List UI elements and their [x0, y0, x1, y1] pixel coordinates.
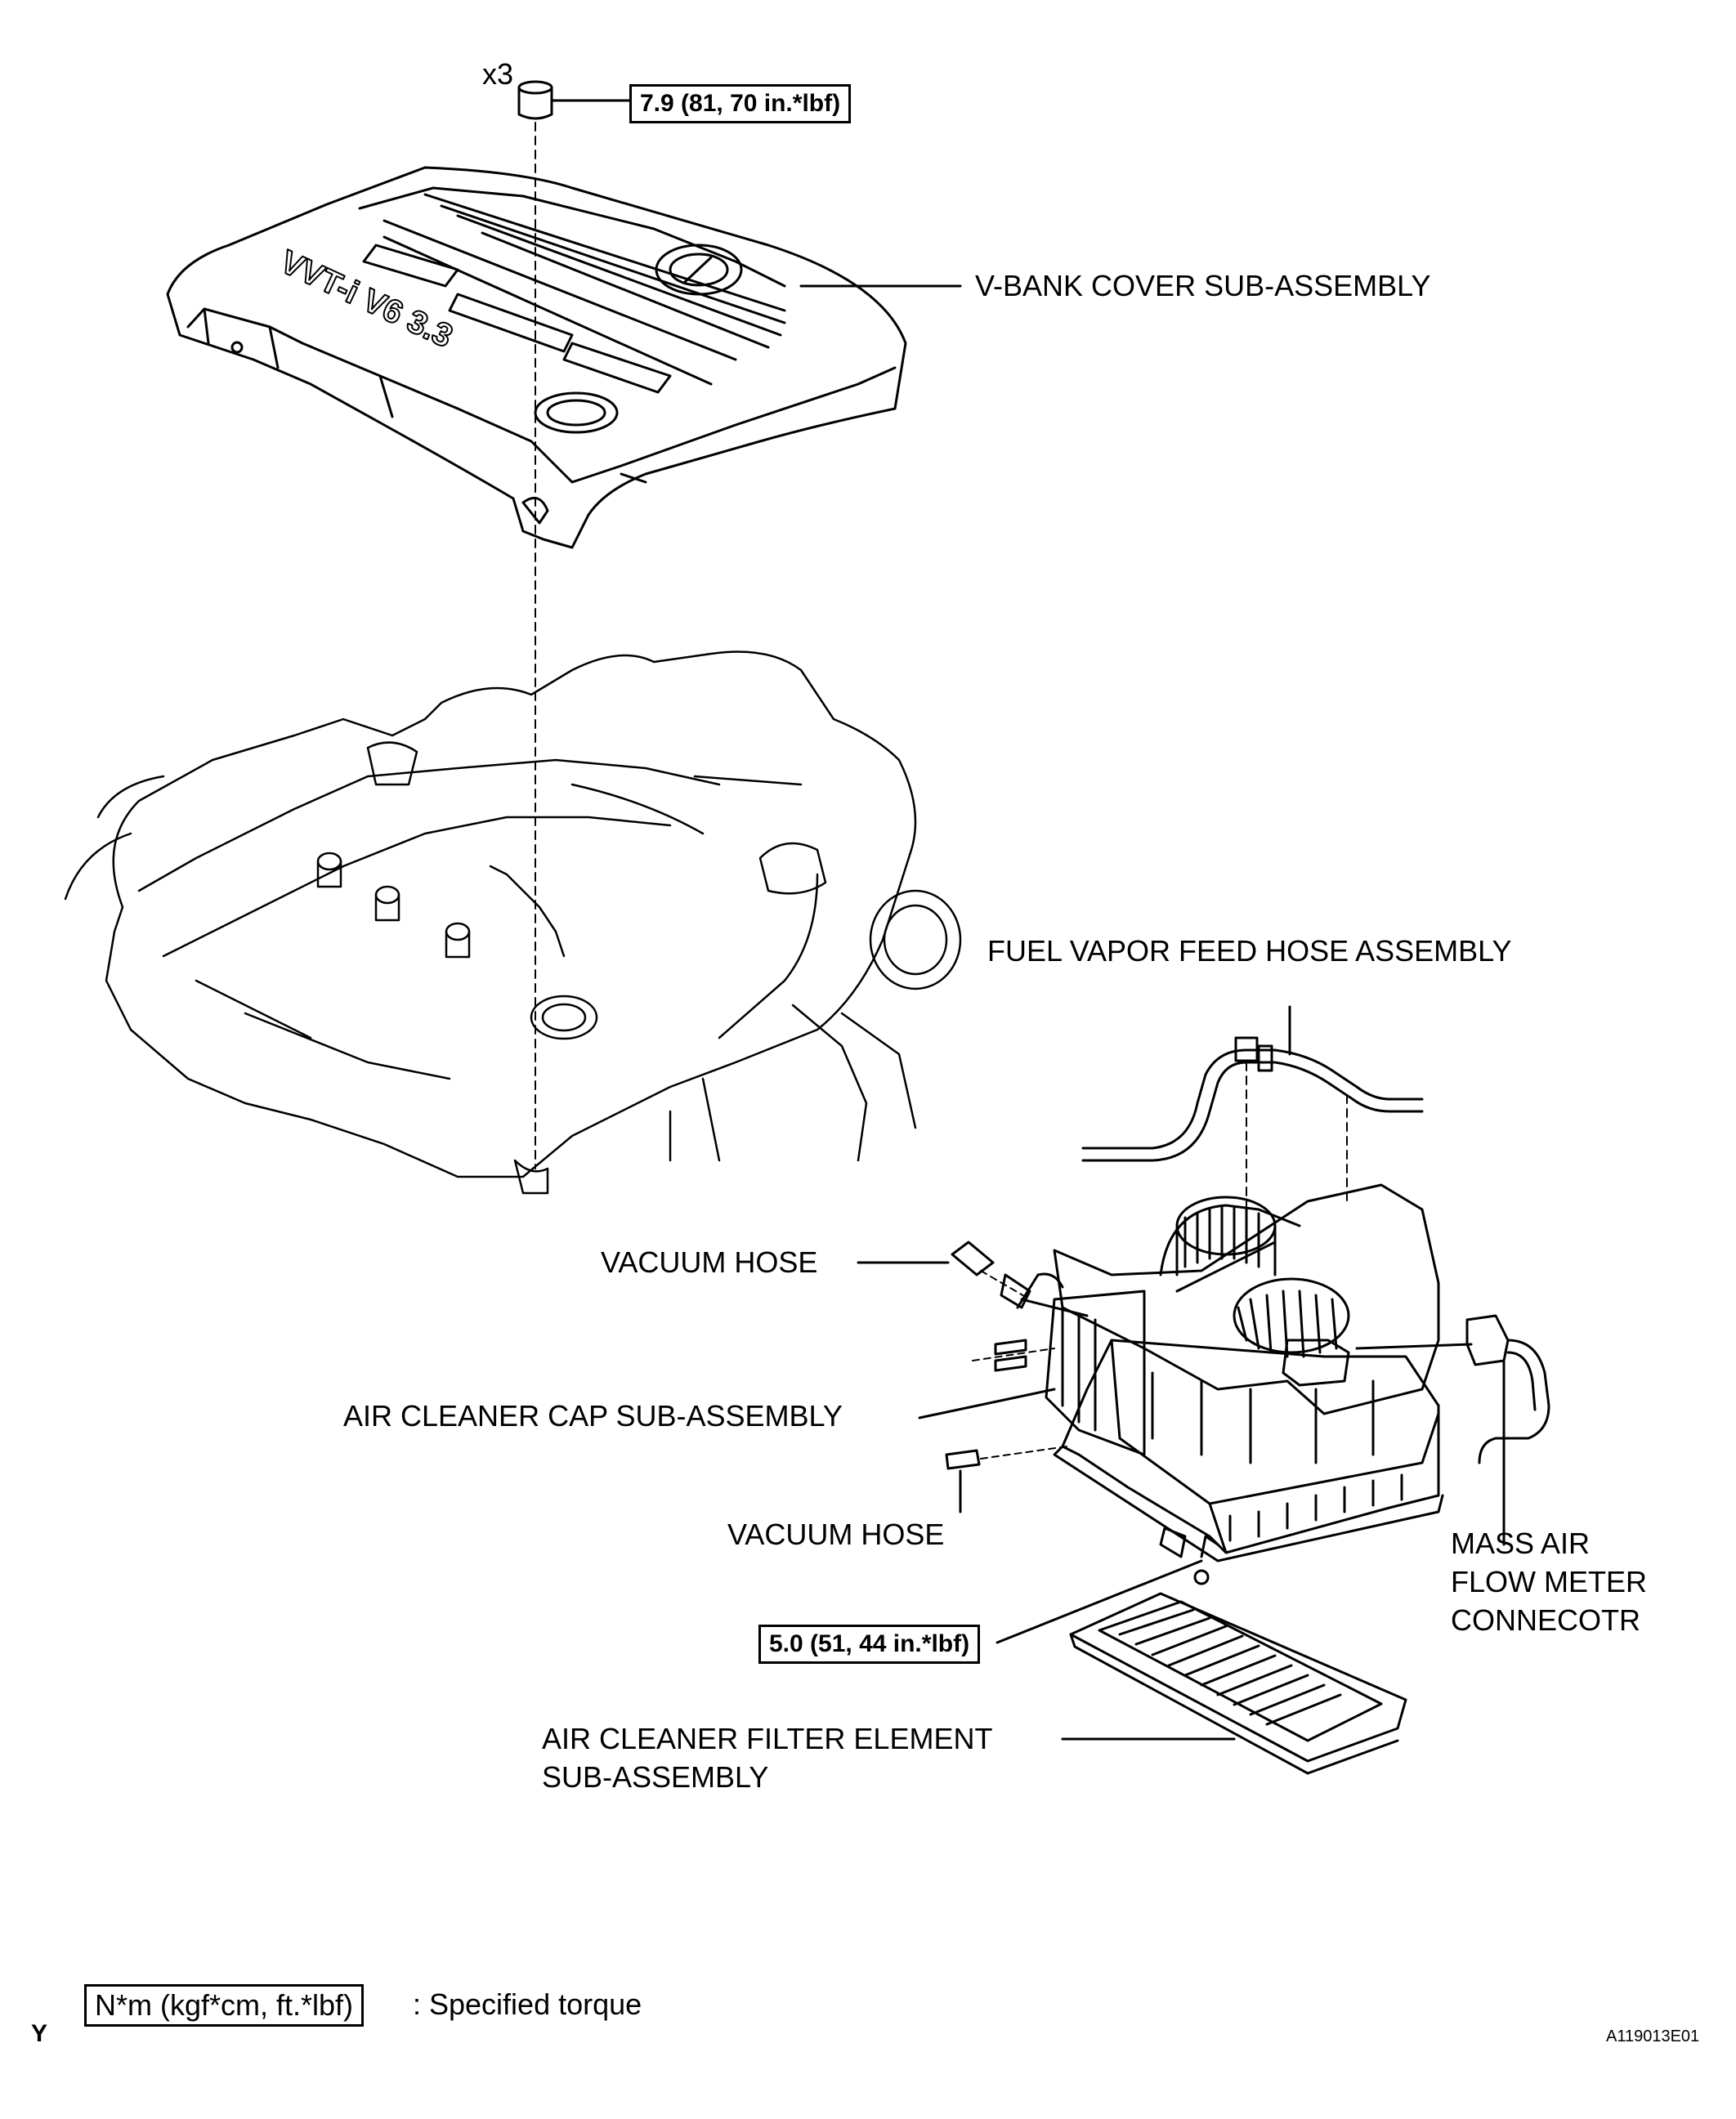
- filter-element-label-line2: SUB-ASSEMBLY: [542, 1760, 769, 1794]
- cover-nut: [517, 80, 553, 120]
- fuel-vapor-hose-label: FUEL VAPOR FEED HOSE ASSEMBLY: [987, 934, 1512, 968]
- legend-description: : Specified torque: [413, 1987, 642, 2021]
- torque-bottom-leader: [996, 1559, 1203, 1644]
- engine-drawing: [64, 650, 962, 1195]
- filter-element-label-line1: AIR CLEANER FILTER ELEMENT: [542, 1722, 993, 1755]
- air-cleaner-cap-label: AIR CLEANER CAP SUB-ASSEMBLY: [343, 1399, 843, 1433]
- fuel-vapor-hose-drawing: [1081, 1036, 1424, 1162]
- vacuum-hose-2-drawing: [945, 1446, 1067, 1470]
- figure-id: A119013E01: [1606, 2027, 1700, 2045]
- v-bank-cover-drawing: VVT-i V6 3.3: [166, 166, 907, 549]
- vacuum-hose-label-2: VACUUM HOSE: [727, 1518, 945, 1551]
- maf-connector-label-line3: CONNECOTR: [1451, 1603, 1640, 1637]
- torque-spec-bottom: 5.0 (51, 44 in.*lbf): [758, 1625, 981, 1664]
- maf-connector-drawing: [1465, 1314, 1550, 1464]
- legend-marker: Y: [31, 2020, 48, 2047]
- v-bank-cover-label: V-BANK COVER SUB-ASSEMBLY: [975, 269, 1431, 302]
- vacuum-fittings-drawing: [972, 1339, 1055, 1372]
- maf-connector-label-line1: MASS AIR: [1451, 1527, 1591, 1560]
- vacuum-hose-label-1: VACUUM HOSE: [601, 1245, 818, 1279]
- air-filter-element-drawing: [1069, 1592, 1407, 1775]
- air-cleaner-cap-leader: [918, 1388, 1056, 1419]
- maf-connector-label-line2: FLOW METER: [1451, 1565, 1647, 1598]
- air-cleaner-assembly-drawing: [1000, 1183, 1473, 1585]
- legend-torque-box: N*m (kgf*cm, ft.*lbf): [84, 1984, 365, 2027]
- torque-spec-top: 7.9 (81, 70 in.*lbf): [629, 84, 852, 123]
- nut-count-label: x3: [482, 57, 514, 91]
- maf-dashed-line: [1356, 1343, 1472, 1349]
- vacuum-hose-1-drawing: [951, 1241, 1031, 1300]
